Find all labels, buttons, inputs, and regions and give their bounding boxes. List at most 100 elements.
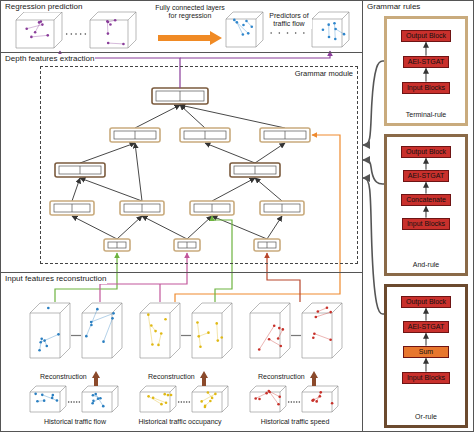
ellipsis-dot [183,401,185,403]
data-cube [90,12,136,48]
feature-line [255,143,285,163]
grammar-node [55,163,105,177]
ellipsis-dot [303,32,305,34]
block-box: AEI-STGAT [403,56,449,69]
flow-arrow [425,206,426,217]
data-cube [302,303,342,358]
rule-link [363,160,384,184]
grammar-node [260,201,304,215]
ellipsis-dot [75,335,77,337]
data-cube [140,303,180,358]
data-cube [82,303,122,358]
feature-line [255,178,282,201]
data-cube [226,12,263,47]
flow-arrow [425,308,426,320]
grammar-node [120,201,164,215]
ellipsis-dot [291,401,293,403]
feature-line [100,253,187,302]
stage-label: Fully connected layers for regression [155,4,225,21]
rule-name: And-rule [387,261,465,269]
flow-arrow [426,333,427,345]
feature-line [212,178,255,201]
flow-arrow [425,158,426,169]
reconstruction-arrow [92,371,100,386]
data-cube [250,303,290,358]
data-cube [192,303,232,358]
block-label: Sum [408,348,444,357]
data-cube [140,386,176,412]
block-label: AEI-STGAT [408,58,444,67]
rule-name: Or-rule [387,413,465,421]
rules-panel: Grammar rulesTerminal-ruleOutput BlockAE… [362,0,474,432]
block-label: Input Blocks [407,84,445,93]
ellipsis-dot [299,401,301,403]
step-label: Reconstruction [148,373,195,381]
section-band: Depth features extractionGrammar module [0,52,363,273]
rule-link [363,61,384,145]
rule-frame: Or-rule Output BlockAEI-STGAT SumInput Blo… [384,284,468,428]
feature-line [72,216,117,239]
grammar-node [50,201,94,215]
feature-line [205,143,255,163]
block-box: Output Block [401,30,451,43]
flow-arrow [425,42,426,55]
block-label: Output Block [406,298,446,307]
grammar-node [180,128,230,142]
section-title: Grammar rules [366,2,421,12]
reconstruction-arrow [310,371,318,386]
feature-line [267,253,300,302]
rule-frame: Terminal-rule Output BlockAEI-STGAT Input … [384,16,468,126]
ellipsis-dot [299,335,301,337]
ellipsis-dot [183,335,185,337]
ellipsis-dot [185,335,187,337]
grammar-node [152,88,208,104]
feature-line [187,216,212,239]
block-box: AEI-STGAT [403,170,449,183]
section-title: Grammar module [294,69,354,78]
ellipsis-dot [187,335,189,337]
ellipsis-dot [270,32,272,34]
ellipsis-dot [85,33,87,35]
data-cube [302,386,338,412]
feature-line [142,216,187,239]
ellipsis-dot [66,33,68,35]
ellipsis-dot [293,401,295,403]
section-title: Regression prediction [4,2,83,12]
ellipsis-dot [77,335,79,337]
ellipsis-dot [189,335,191,337]
fc-arrow [158,31,222,45]
ellipsis-dot [288,401,290,403]
block-box: AEI-STGAT [403,321,449,334]
feature-line [80,178,142,201]
block-label: Input Blocks [407,220,445,229]
ellipsis-dot [189,401,191,403]
grammar-node [230,163,280,177]
ellipsis-dot [295,32,297,34]
block-label: Input Blocks [407,374,445,383]
grammar-node [260,128,310,142]
ellipsis-dot [68,401,70,403]
ellipsis-dot [79,401,81,403]
grammar-node [110,128,160,142]
ellipsis-dot [79,335,81,337]
section-band: Input features reconstruction [0,272,363,432]
ellipsis-dot [73,401,75,403]
rule-name: Terminal-rule [387,111,465,119]
feature-line [72,178,80,201]
block-box: Output Block [401,296,451,309]
feature-line [212,216,232,302]
data-cube [250,386,286,412]
block-label: Concatenate [406,196,446,205]
section-title: Input features reconstruction [4,274,107,284]
ellipsis-dot [181,401,183,403]
ellipsis-dot [71,335,73,337]
data-cube [312,12,349,47]
ellipsis-dot [293,335,295,337]
block-label: AEI-STGAT [408,323,444,332]
block-box: Sum [403,346,449,359]
block-label: Output Block [406,32,446,41]
grammar-node [104,239,130,251]
data-cube [30,386,66,412]
ellipsis-dot [73,335,75,337]
